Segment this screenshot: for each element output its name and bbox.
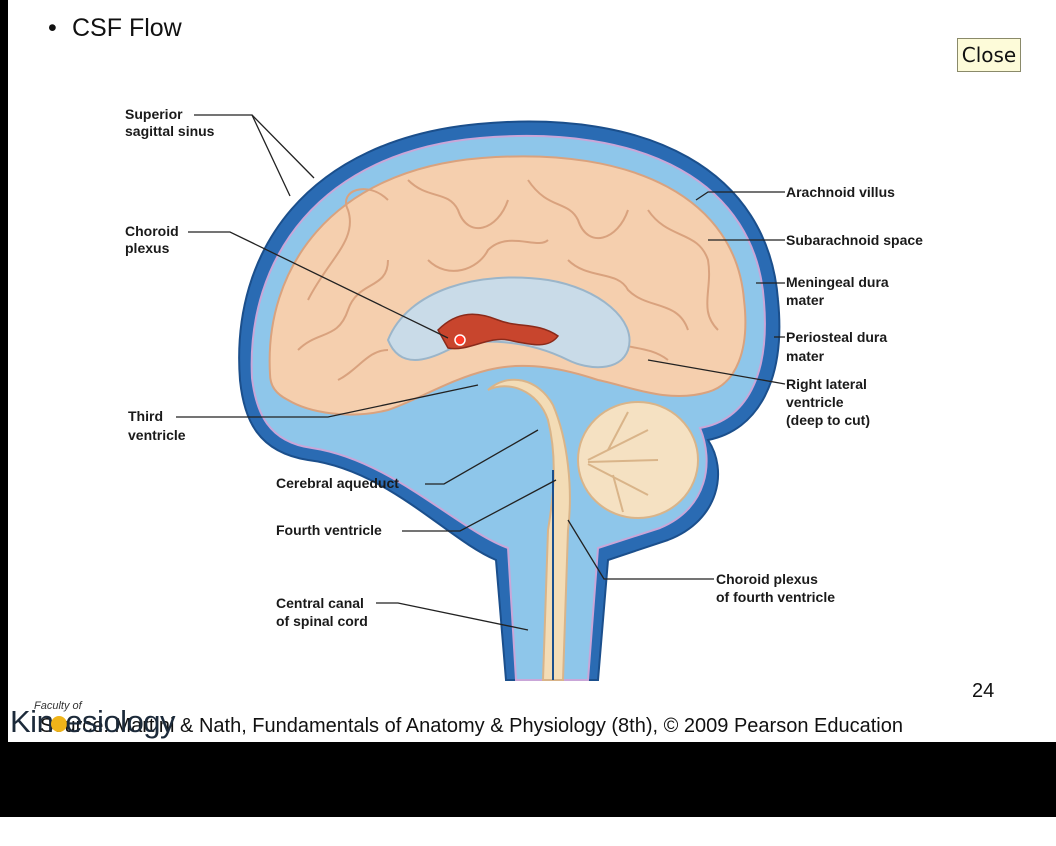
- slide: • CSF Flow Close: [8, 0, 1056, 742]
- logo-wordmark-start: Kin: [10, 704, 54, 739]
- close-button[interactable]: Close: [957, 38, 1021, 72]
- label-superior-sagittal-sinus-1: Superior: [125, 106, 183, 122]
- logo-faculty-text: Faculty of: [34, 700, 82, 712]
- label-periosteal-dura-2: mater: [786, 348, 825, 364]
- page-number: 24: [972, 680, 995, 702]
- label-choroid-plexus-1: Choroid: [125, 223, 179, 239]
- csf-flow-diagram: Superior sagittal sinus Choroid plexus T…: [125, 106, 923, 681]
- label-fourth-ventricle: Fourth ventricle: [276, 522, 382, 538]
- bottom-strip: [0, 817, 1056, 846]
- choroid-plexus: [437, 313, 560, 350]
- label-choroid-plexus-fourth-1: Choroid plexus: [716, 571, 818, 587]
- label-central-canal-1: Central canal: [276, 595, 364, 611]
- leader-lines: [176, 114, 786, 631]
- left-border: [0, 0, 8, 742]
- bullet-dot: •: [48, 14, 57, 42]
- source-citation: Source: Martini & Nath, Fundamentals of …: [40, 715, 903, 737]
- label-periosteal-dura-1: Periosteal dura: [786, 329, 887, 345]
- video-letterbox-band: [0, 742, 1056, 817]
- label-central-canal-2: of spinal cord: [276, 613, 368, 629]
- logo-dot-icon: [51, 715, 68, 732]
- arbor-vitae: [587, 411, 659, 513]
- label-meningeal-dura-1: Meningeal dura: [786, 274, 889, 290]
- brainstem-spinal-cord: [487, 378, 571, 681]
- logo-wordmark: Kin esiology: [10, 704, 176, 740]
- label-choroid-plexus-fourth-2: of fourth ventricle: [716, 589, 835, 605]
- label-cerebral-aqueduct: Cerebral aqueduct: [276, 475, 399, 491]
- slide-title: • CSF Flow: [48, 14, 182, 43]
- gyri-lines: [297, 179, 719, 381]
- label-third-ventricle-1: Third: [128, 408, 163, 424]
- logo-wordmark-end: esiology: [65, 704, 176, 739]
- label-right-lateral-ventricle-1: Right lateral: [786, 376, 867, 392]
- label-third-ventricle-2: ventricle: [128, 427, 186, 443]
- label-subarachnoid-space: Subarachnoid space: [786, 232, 923, 248]
- label-meningeal-dura-2: mater: [786, 292, 825, 308]
- label-right-lateral-ventricle-2: ventricle: [786, 394, 844, 410]
- bullet-text: CSF Flow: [72, 14, 182, 42]
- label-right-lateral-ventricle-3: (deep to cut): [786, 412, 870, 428]
- highlight-marker: [454, 334, 466, 346]
- label-superior-sagittal-sinus-2: sagittal sinus: [125, 123, 215, 139]
- label-arachnoid-villus: Arachnoid villus: [786, 184, 895, 200]
- label-choroid-plexus-2: plexus: [125, 240, 170, 256]
